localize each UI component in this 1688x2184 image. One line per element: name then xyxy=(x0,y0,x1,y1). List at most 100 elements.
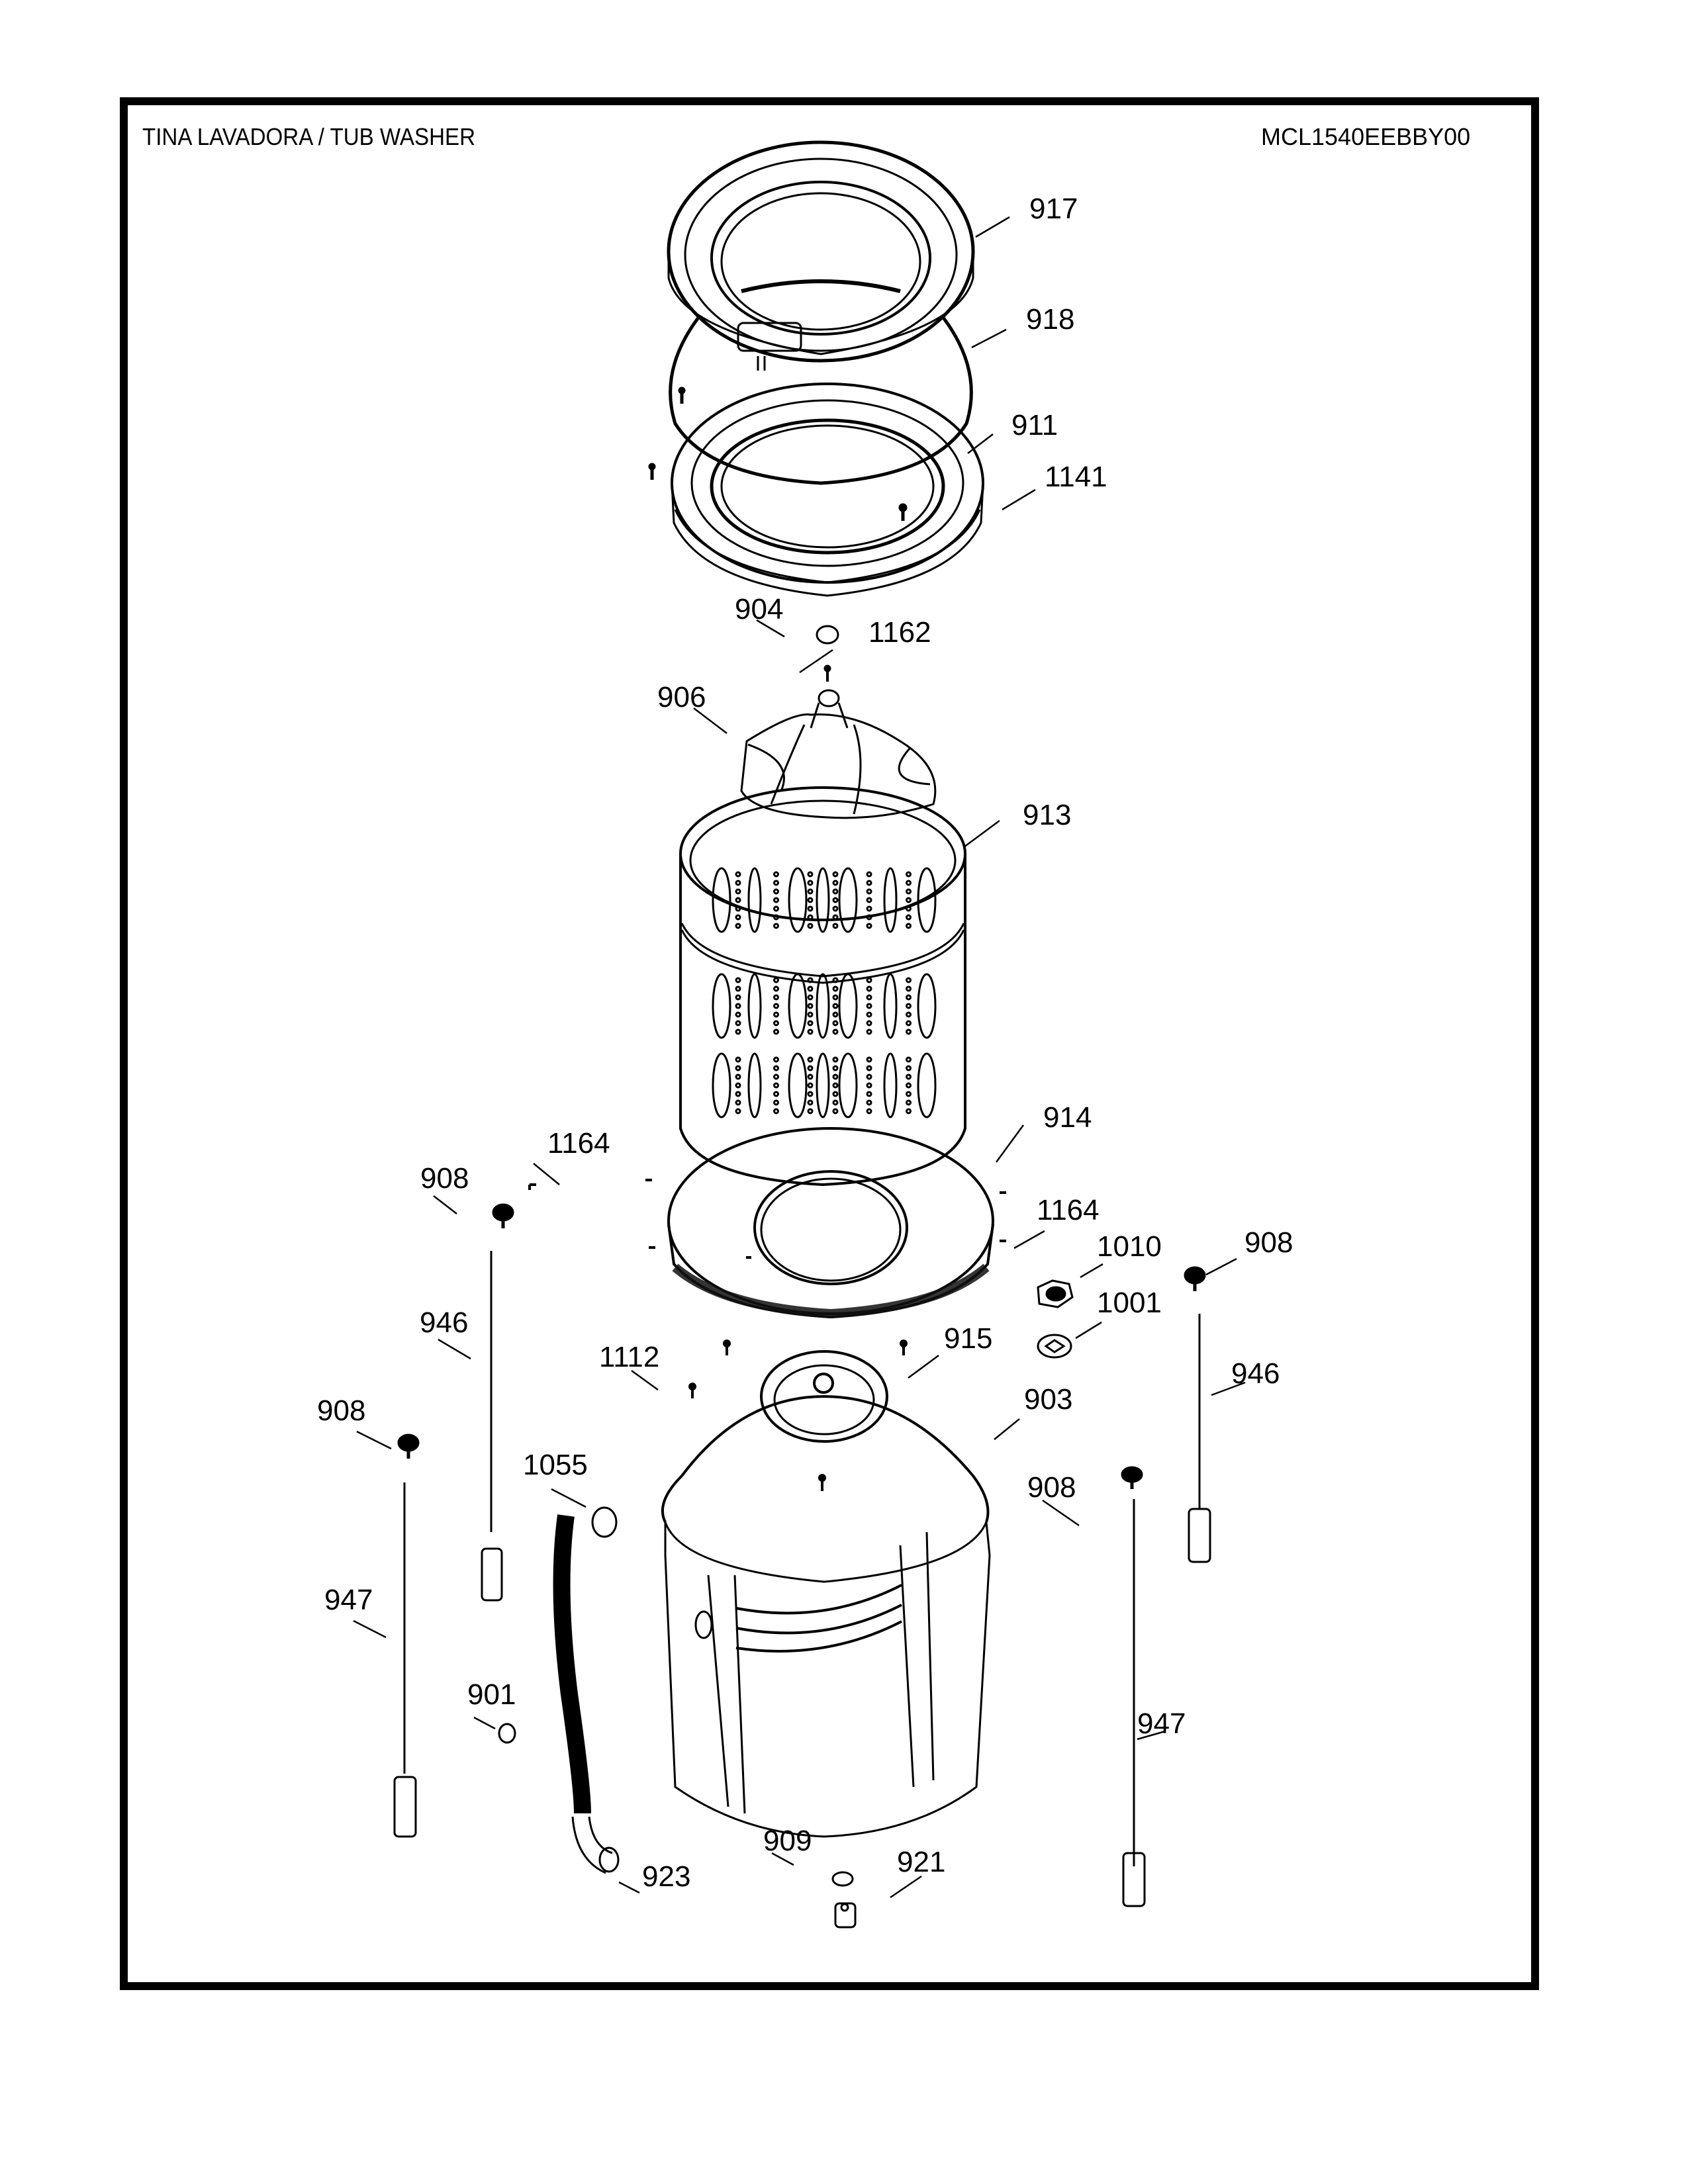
callout-947-left[interactable]: 947 xyxy=(324,1584,373,1616)
basket-perforation xyxy=(866,1065,872,1071)
part-1001-washer[interactable] xyxy=(1037,1334,1072,1359)
part-903-outer-tub[interactable] xyxy=(661,1394,991,1838)
callout-908-upper-left[interactable]: 908 xyxy=(420,1162,469,1195)
basket-perforation xyxy=(906,905,912,912)
basket-perforation xyxy=(832,1099,839,1106)
callout-915[interactable]: 915 xyxy=(944,1322,992,1355)
basket-perforation xyxy=(866,888,872,895)
callout-903[interactable]: 903 xyxy=(1024,1383,1072,1416)
basket-slot xyxy=(838,1052,858,1118)
callout-917[interactable]: 917 xyxy=(1029,193,1078,225)
callout-904[interactable]: 904 xyxy=(735,593,783,625)
part-913-wash-basket[interactable] xyxy=(679,786,966,1187)
callout-908-upper-right[interactable]: 908 xyxy=(1244,1226,1293,1259)
part-904-cap[interactable] xyxy=(816,625,839,645)
part-921-drain-valve-plug[interactable] xyxy=(834,1902,857,1929)
part-917-tub-cover[interactable] xyxy=(667,140,975,371)
callout-1164-left[interactable]: 1164 xyxy=(547,1127,610,1160)
basket-perforation xyxy=(735,1099,741,1106)
basket-perforation xyxy=(906,1011,912,1018)
part-1164-screw[interactable] xyxy=(528,1179,1006,1259)
callout-906[interactable]: 906 xyxy=(657,681,706,713)
basket-perforation xyxy=(807,888,814,895)
drawing-frame xyxy=(120,97,1539,1990)
part-909-seal[interactable] xyxy=(831,1871,854,1887)
callout-923[interactable]: 923 xyxy=(642,1860,690,1893)
basket-perforation xyxy=(906,1091,912,1097)
basket-perforation xyxy=(832,871,839,878)
callout-1162[interactable]: 1162 xyxy=(868,616,931,649)
callout-1001[interactable]: 1001 xyxy=(1097,1287,1162,1319)
basket-perforation xyxy=(906,923,912,929)
basket-perforation xyxy=(735,888,741,895)
part-911-balance-ring[interactable] xyxy=(671,383,984,597)
part-915-flange-hub[interactable] xyxy=(760,1350,888,1443)
basket-perforation xyxy=(906,977,912,983)
basket-perforation xyxy=(866,1099,872,1106)
callout-901[interactable]: 901 xyxy=(467,1678,516,1711)
basket-slot xyxy=(712,867,731,933)
basket-perforation xyxy=(906,1065,912,1071)
basket-perforation xyxy=(832,897,839,903)
basket-perforation xyxy=(906,985,912,992)
callout-1010[interactable]: 1010 xyxy=(1097,1230,1162,1263)
basket-perforation xyxy=(906,897,912,903)
basket-perforation xyxy=(832,1082,839,1089)
basket-perforation xyxy=(773,1082,779,1089)
basket-perforation xyxy=(773,1011,779,1018)
callout-908-lower-left[interactable]: 908 xyxy=(317,1394,365,1427)
basket-slot xyxy=(838,867,858,933)
basket-perforation xyxy=(807,1073,814,1080)
callout-911[interactable]: 911 xyxy=(1011,409,1058,441)
callout-913[interactable]: 913 xyxy=(1023,799,1071,831)
part-923-drain-hose[interactable] xyxy=(553,1514,620,1874)
basket-perforation xyxy=(807,914,814,921)
part-908-suspension-cap[interactable] xyxy=(397,1203,1206,1489)
part-1112-screw[interactable] xyxy=(688,1340,908,1491)
callout-1164-right[interactable]: 1164 xyxy=(1037,1194,1100,1226)
part-901-hose-clamp[interactable] xyxy=(498,1723,516,1744)
callout-909[interactable]: 909 xyxy=(763,1825,812,1857)
basket-perforation xyxy=(866,914,872,921)
basket-perforation xyxy=(773,1056,779,1063)
callout-946-left[interactable]: 946 xyxy=(420,1306,468,1339)
part-918-gasket-ring[interactable] xyxy=(669,279,973,485)
basket-perforation xyxy=(906,994,912,1001)
basket-perforation xyxy=(773,897,779,903)
basket-perforation xyxy=(773,905,779,912)
part-914-basket-base[interactable] xyxy=(667,1127,994,1319)
part-1055-hose-clamp[interactable] xyxy=(591,1506,618,1538)
part-906-impeller[interactable] xyxy=(740,689,937,819)
basket-perforation xyxy=(866,1011,872,1018)
basket-perforation xyxy=(832,905,839,912)
model-number: MCL1540EEBBY00 xyxy=(1261,123,1471,150)
basket-perforation xyxy=(807,1003,814,1009)
callout-921[interactable]: 921 xyxy=(897,1846,945,1878)
callout-1055[interactable]: 1055 xyxy=(523,1449,588,1481)
basket-perforation xyxy=(906,880,912,886)
basket-perforation xyxy=(735,994,741,1001)
callout-1141[interactable]: 1141 xyxy=(1045,461,1107,493)
basket-perforation xyxy=(807,1020,814,1026)
callout-918[interactable]: 918 xyxy=(1026,303,1074,336)
callout-946-right[interactable]: 946 xyxy=(1231,1357,1280,1390)
part-947-suspension-rod[interactable] xyxy=(393,1482,1146,1907)
basket-perforation xyxy=(866,1091,872,1097)
callout-labels: 917 918 911 1141 904 1162 906 913 914 11… xyxy=(317,193,1293,1893)
basket-perforation xyxy=(906,1073,912,1080)
basket-perforation xyxy=(807,1099,814,1106)
part-946-suspension-rod[interactable] xyxy=(481,1251,1211,1602)
callout-947-right[interactable]: 947 xyxy=(1137,1707,1186,1740)
part-1162-screw[interactable] xyxy=(823,664,831,682)
basket-perforation xyxy=(807,977,814,983)
part-1010-hex-nut[interactable] xyxy=(1037,1279,1074,1308)
basket-perforation xyxy=(773,1099,779,1106)
basket-perforation xyxy=(832,914,839,921)
basket-slot xyxy=(788,1052,808,1118)
basket-perforation xyxy=(906,871,912,878)
callout-914[interactable]: 914 xyxy=(1043,1101,1092,1134)
callout-1112[interactable]: 1112 xyxy=(599,1341,659,1373)
basket-slot xyxy=(747,867,762,933)
callout-908-lower-right[interactable]: 908 xyxy=(1027,1471,1076,1504)
basket-perforation xyxy=(807,1091,814,1097)
